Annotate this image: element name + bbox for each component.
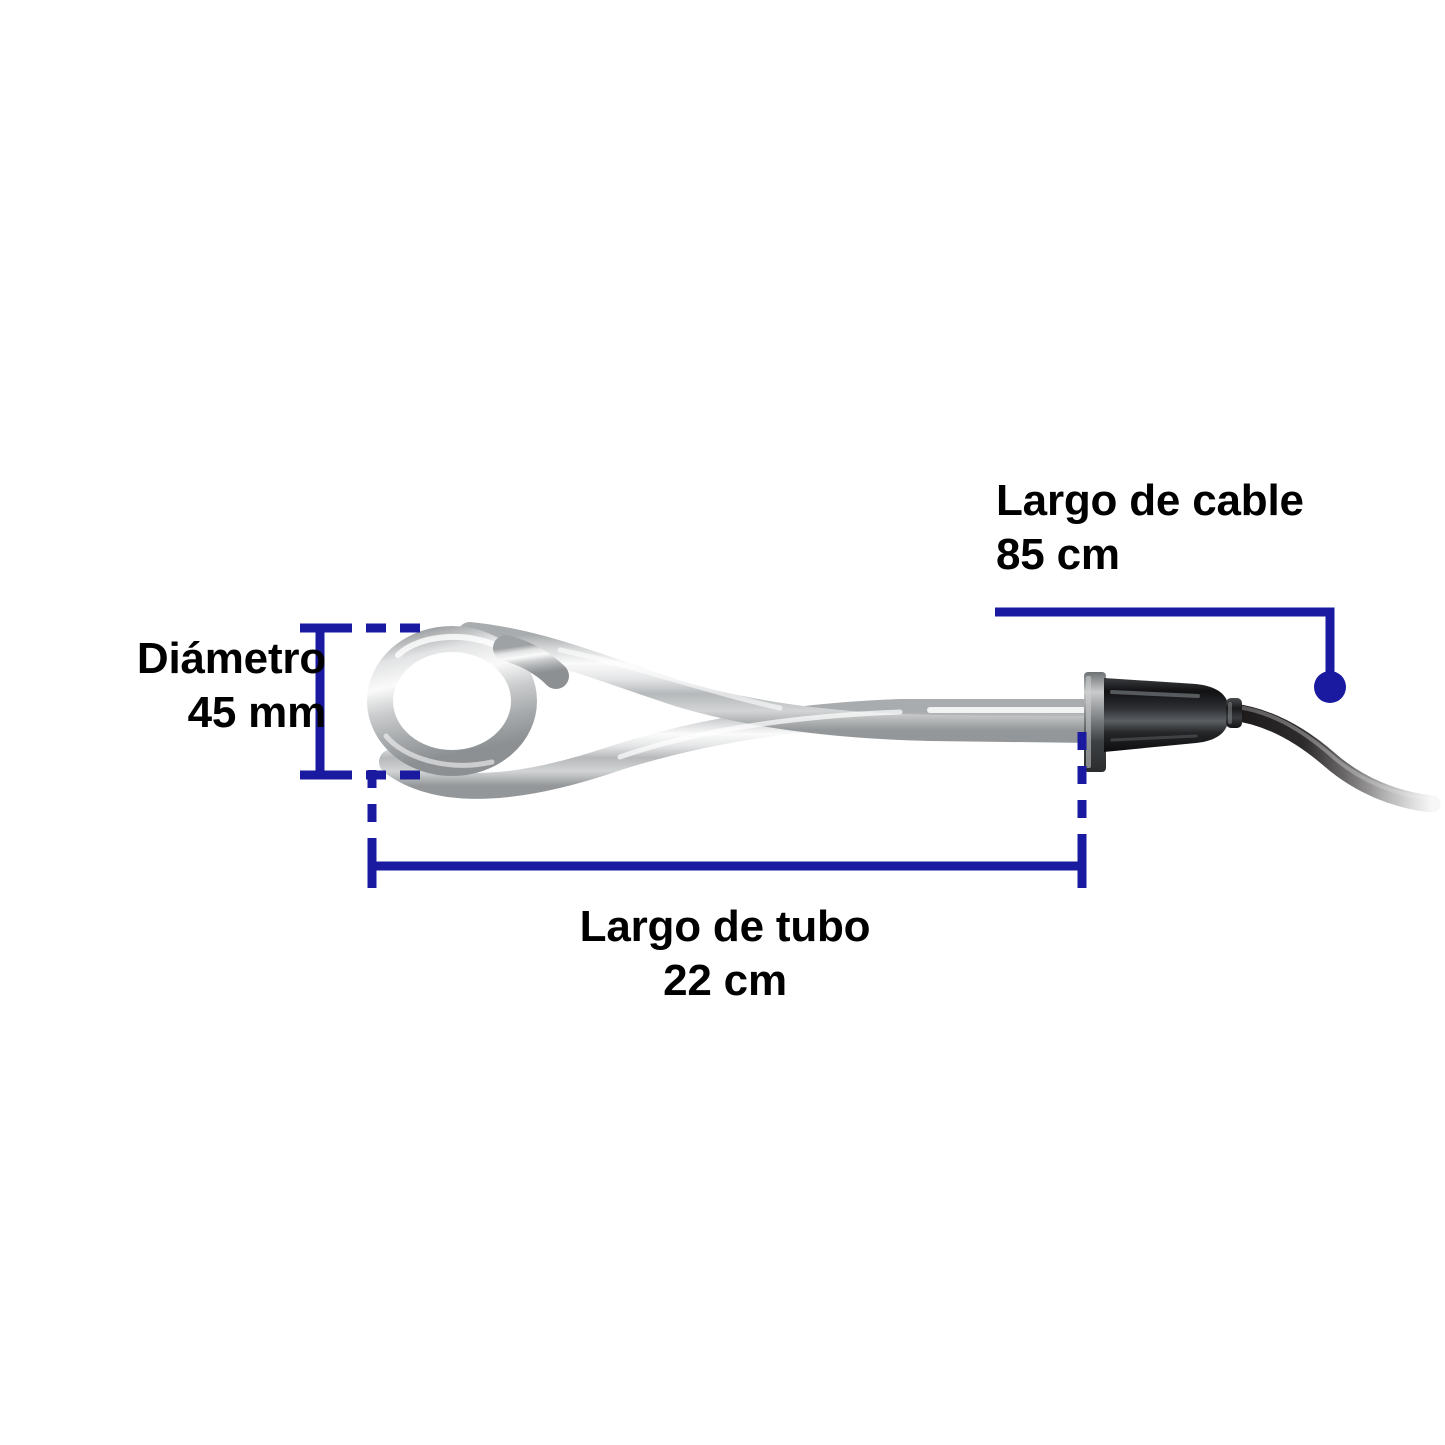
cable-leader-line xyxy=(995,607,1335,672)
cable-gland xyxy=(1226,698,1242,728)
tube-length-dimension xyxy=(367,732,1087,888)
diameter-label: Diámetro 45 mm xyxy=(136,634,326,737)
tube-loop xyxy=(367,626,569,776)
black-handle xyxy=(1104,678,1228,752)
handle-collar-flange xyxy=(1084,672,1106,772)
cable-length-leader xyxy=(995,607,1346,703)
cable-length-label: Largo de cable 85 cm xyxy=(996,476,1304,579)
cable-leader-dot xyxy=(1314,671,1346,703)
diameter-dimension xyxy=(300,623,424,780)
power-cord xyxy=(1223,703,1441,813)
tube-length-label: Largo de tubo 22 cm xyxy=(579,902,871,1005)
